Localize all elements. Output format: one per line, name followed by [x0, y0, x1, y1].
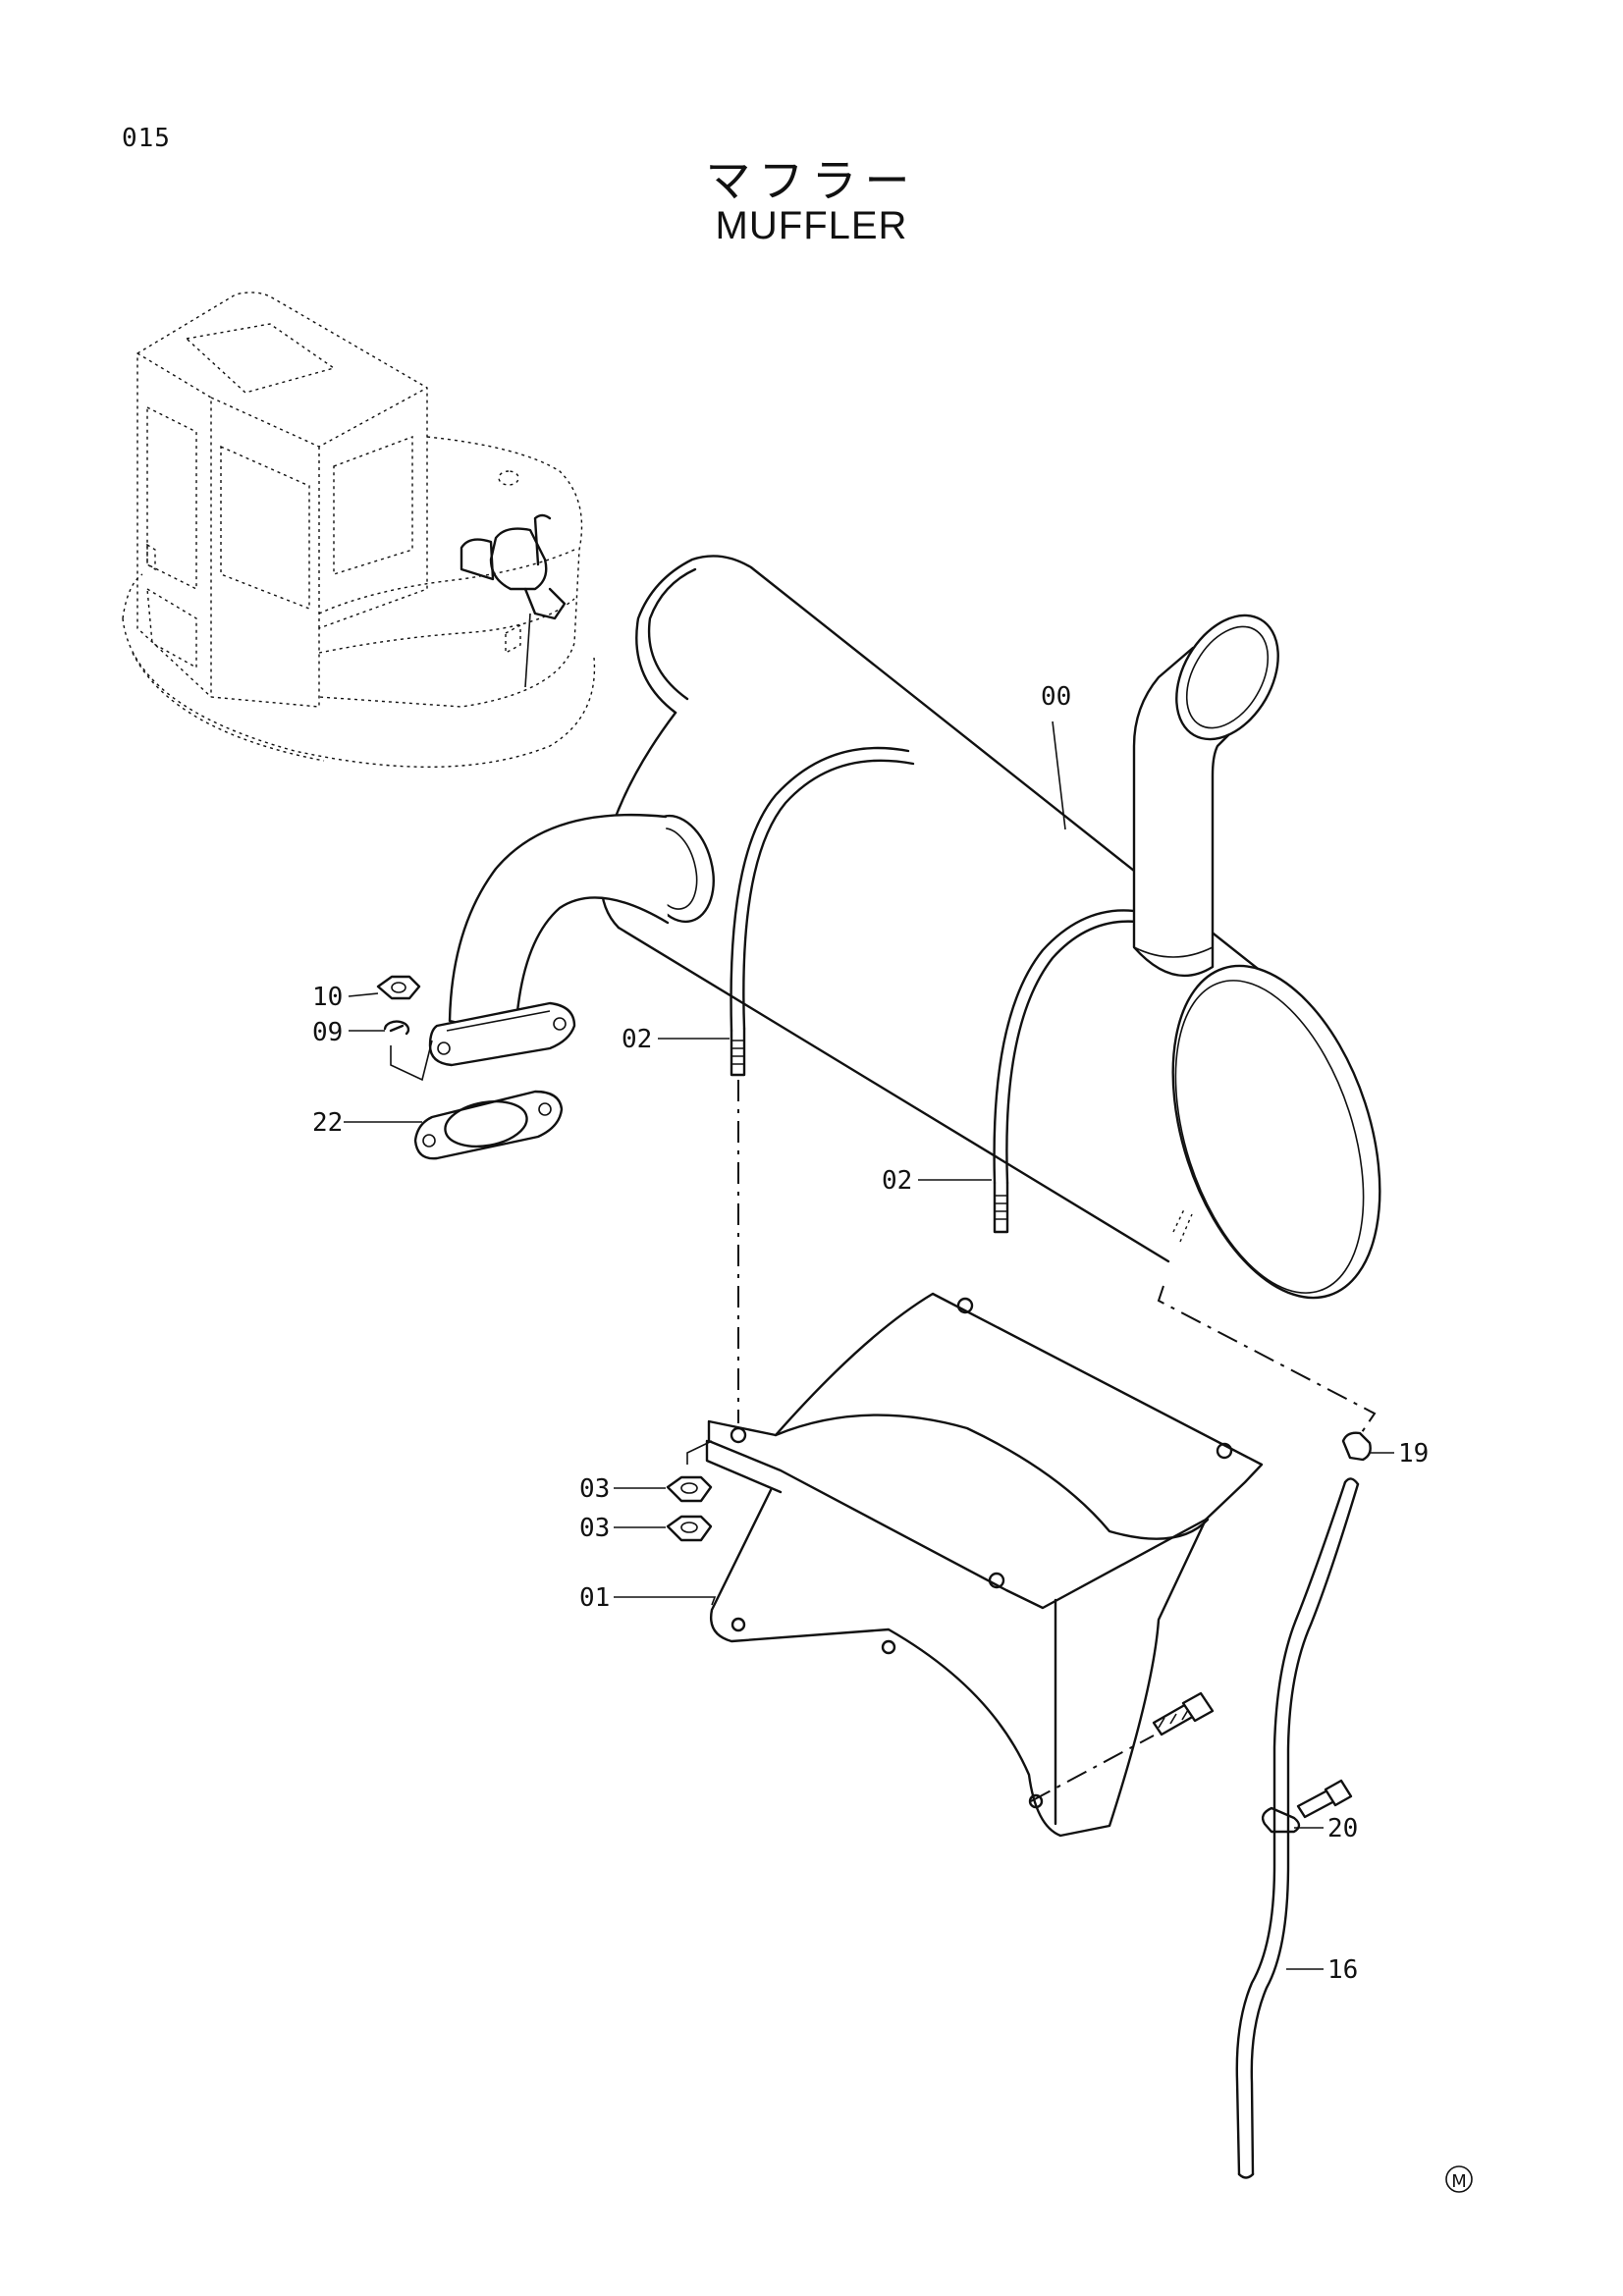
page-title-japanese: マフラー	[705, 154, 918, 207]
drain-tube	[1235, 1477, 1360, 2179]
circled-m-letter: M	[1451, 2171, 1467, 2192]
exhaust-gasket	[413, 1090, 564, 1160]
leader-lines	[344, 721, 1394, 1970]
part-callouts: 00 10 09 22 02 02 03 03 01 19 20 16	[312, 682, 1429, 1985]
callout-22: 22	[312, 1108, 343, 1138]
excavator-location-view	[122, 292, 596, 769]
callout-02-upper: 02	[622, 1025, 652, 1054]
flange-nut-and-washer	[376, 975, 433, 1082]
outlet-stack-pipe	[1132, 614, 1279, 977]
callout-02-lower: 02	[882, 1166, 912, 1196]
callout-03-lower: 03	[579, 1514, 610, 1543]
circled-m-mark: M	[1445, 2165, 1473, 2193]
tube-clamp	[1261, 1806, 1301, 1834]
callout-09: 09	[312, 1018, 343, 1047]
bracket-nuts	[666, 1440, 713, 1542]
callout-00: 00	[1041, 682, 1071, 712]
inlet-elbow-pipe	[428, 813, 715, 1067]
page-title-english: MUFFLER	[715, 204, 908, 247]
clamp-bolt	[1296, 1779, 1353, 1819]
callout-16: 16	[1327, 1955, 1358, 1985]
callout-20: 20	[1327, 1814, 1358, 1843]
bracket-bolt	[1152, 1691, 1215, 1736]
callout-03-upper: 03	[579, 1474, 610, 1504]
tube-end-clip	[1341, 1431, 1372, 1462]
page-number: 015	[122, 124, 171, 153]
callout-10: 10	[312, 983, 343, 1012]
muffler-body	[599, 555, 1381, 1300]
callout-19: 19	[1398, 1439, 1429, 1468]
muffler-bracket	[705, 1292, 1264, 1838]
callout-01: 01	[579, 1583, 610, 1613]
assembly-guide-lines	[737, 1080, 1377, 1802]
